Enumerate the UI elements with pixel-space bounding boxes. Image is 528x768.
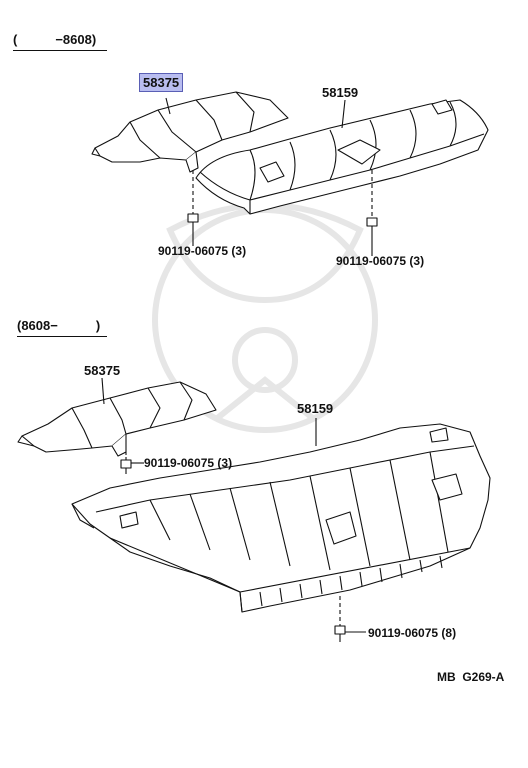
bolt-label-top-right[interactable]: 90119-06075 (3) <box>336 254 425 268</box>
range-value: −8608) <box>55 32 97 47</box>
heat-insulator-58159-top <box>195 99 489 215</box>
range-label-top: ( −8608) <box>13 32 96 47</box>
range-underline-bottom <box>17 336 107 337</box>
part-label-58375-bottom[interactable]: 58375 <box>84 363 121 378</box>
range-label-bottom: (8608−) <box>17 318 100 333</box>
bolt-icon <box>120 459 132 474</box>
range-open: ( <box>13 32 18 47</box>
range-value: (8608− <box>17 318 58 333</box>
highlighted-part-number[interactable]: 58375 <box>139 73 184 92</box>
bolt-label-bottom-right[interactable]: 90119-06075 (8) <box>368 626 457 640</box>
leader-58375-top <box>165 97 171 115</box>
bolt-icon <box>187 213 199 236</box>
part-label-58375-top[interactable]: 58375 <box>139 73 184 92</box>
diagram-code: MB G269-A <box>437 670 505 684</box>
leader-58159-top <box>341 99 346 129</box>
leader-58375-bottom <box>101 377 105 405</box>
bolt-label-top-left[interactable]: 90119-06075 (3) <box>158 244 247 258</box>
heat-insulator-58375-bottom <box>17 381 217 457</box>
part-label-58159-top[interactable]: 58159 <box>322 85 359 100</box>
range-close: ) <box>95 318 101 333</box>
range-underline-top <box>13 50 107 51</box>
part-label-58159-bottom[interactable]: 58159 <box>297 401 334 416</box>
bolt-icon <box>334 625 346 642</box>
heat-insulator-58375-top <box>91 91 289 173</box>
bolt-icon <box>366 217 378 240</box>
bolt-label-bottom-left[interactable]: 90119-06075 (3) <box>144 456 233 470</box>
heat-insulator-58159-bottom <box>71 423 491 613</box>
